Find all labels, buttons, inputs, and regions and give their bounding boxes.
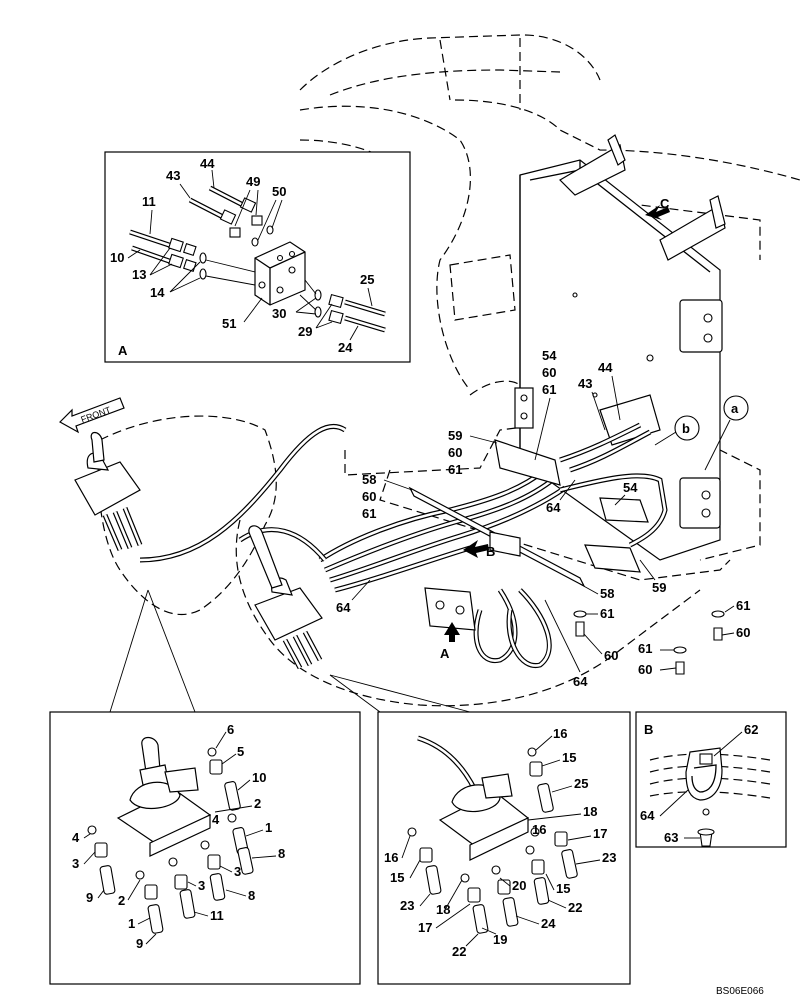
label-60-e: 60 xyxy=(736,625,750,640)
label-61-d: 61 xyxy=(600,606,614,621)
inset-right-joystick: 16 15 25 18 16 17 16 23 15 20 15 23 18 2… xyxy=(377,711,631,985)
pilot-valve-block xyxy=(559,394,661,473)
inset-right-label-24: 24 xyxy=(541,916,556,931)
inset-A: A 44 43 xyxy=(104,151,411,363)
machine-frame-outline xyxy=(97,34,801,707)
inset-A-label-50: 50 xyxy=(272,184,286,199)
inset-B-label-62: 62 xyxy=(744,722,758,737)
inset-right-label-15-b: 15 xyxy=(390,870,404,885)
inset-B-label-64: 64 xyxy=(640,808,655,823)
label-59-a: 59 xyxy=(448,428,462,443)
label-61-a: 61 xyxy=(542,382,556,397)
label-43: 43 xyxy=(578,376,592,391)
label-61-b: 61 xyxy=(448,462,462,477)
view-arrows xyxy=(444,205,670,642)
label-64-c: 64 xyxy=(573,674,588,689)
inset-left-label-3-a: 3 xyxy=(72,856,79,871)
label-B-view: B xyxy=(486,544,495,559)
inset-left-label-9-a: 9 xyxy=(86,890,93,905)
inset-left-label-3-b: 3 xyxy=(234,864,241,879)
inset-left-joystick: 6 5 10 2 4 1 4 3 8 3 9 2 3 8 1 11 9 xyxy=(49,711,361,985)
inset-left-label-3-c: 3 xyxy=(198,878,205,893)
inset-A-label-11: 11 xyxy=(142,194,156,209)
inset-right-label-17-a: 17 xyxy=(593,826,607,841)
label-60-b: 60 xyxy=(448,445,462,460)
inset-left-label-11: 11 xyxy=(210,908,224,923)
label-58-b: 58 xyxy=(600,586,614,601)
inset-callout-lines xyxy=(109,589,471,713)
inset-right-label-20: 20 xyxy=(512,878,526,893)
inset-left-label-1-b: 1 xyxy=(128,916,135,931)
label-61-f: 61 xyxy=(638,641,652,656)
inset-right-label-16-c: 16 xyxy=(384,850,398,865)
left-joystick-main xyxy=(74,431,143,551)
marker-b: b xyxy=(682,421,690,436)
inset-left-label-8-a: 8 xyxy=(278,846,285,861)
inset-right-label-16-a: 16 xyxy=(553,726,567,741)
label-C-view: C xyxy=(660,196,670,211)
inset-A-label-24: 24 xyxy=(338,340,353,355)
inset-left-label-9-b: 9 xyxy=(136,936,143,951)
inset-right-label-22-a: 22 xyxy=(568,900,582,915)
circle-markers: a b xyxy=(654,395,749,471)
inset-B: B 62 64 63 xyxy=(635,711,787,848)
inset-right-label-15-a: 15 xyxy=(562,750,576,765)
inset-A-label-25: 25 xyxy=(360,272,374,287)
inset-left-label-10: 10 xyxy=(252,770,266,785)
inset-A-label-29: 29 xyxy=(298,324,312,339)
inset-right-label-17-b: 17 xyxy=(418,920,432,935)
inset-right-label-25: 25 xyxy=(574,776,588,791)
inset-left-label-5: 5 xyxy=(237,744,244,759)
front-direction-arrow: FRONT xyxy=(59,397,125,434)
main-view-labels: 54 60 61 43 44 59 60 61 58 60 61 54 64 B… xyxy=(336,196,750,689)
inset-A-label-49: 49 xyxy=(246,174,260,189)
label-54-a: 54 xyxy=(542,348,557,363)
label-60-f: 60 xyxy=(638,662,652,677)
label-61-e: 61 xyxy=(736,598,750,613)
hose-brackets xyxy=(408,439,649,631)
label-58-a: 58 xyxy=(362,472,376,487)
inset-left-label-8-b: 8 xyxy=(248,888,255,903)
inset-right-label-16-b: 16 xyxy=(532,822,546,837)
inset-A-label-30: 30 xyxy=(272,306,286,321)
label-60-c: 60 xyxy=(362,489,376,504)
inset-right-label-19: 19 xyxy=(493,932,507,947)
marker-a: a xyxy=(731,401,739,416)
label-61-c: 61 xyxy=(362,506,376,521)
inset-left-label-6: 6 xyxy=(227,722,234,737)
label-60-d: 60 xyxy=(604,648,618,663)
inset-right-label-22-b: 22 xyxy=(452,944,466,959)
label-59-b: 59 xyxy=(652,580,666,595)
label-64-b: 64 xyxy=(336,600,351,615)
inset-left-label-1-a: 1 xyxy=(265,820,272,835)
inset-left-label-4-a: 4 xyxy=(212,812,220,827)
inset-A-label-51: 51 xyxy=(222,316,236,331)
inset-right-label-23-b: 23 xyxy=(400,898,414,913)
inset-A-title: A xyxy=(118,343,128,358)
inset-A-label-13: 13 xyxy=(132,267,146,282)
label-60-a: 60 xyxy=(542,365,556,380)
inset-right-label-18-a: 18 xyxy=(583,804,597,819)
label-54-b: 54 xyxy=(623,480,638,495)
inset-left-label-4-b: 4 xyxy=(72,830,80,845)
inset-A-label-44: 44 xyxy=(200,156,215,171)
inset-B-label-63: 63 xyxy=(664,830,678,845)
inset-A-label-10: 10 xyxy=(110,250,124,265)
drawing-code: BS06E066 xyxy=(716,986,764,997)
inset-A-label-14: 14 xyxy=(150,285,165,300)
bolts-and-washers xyxy=(573,610,725,675)
inset-right-label-23-a: 23 xyxy=(602,850,616,865)
inset-left-label-2-b: 2 xyxy=(118,893,125,908)
inset-right-label-15-c: 15 xyxy=(556,881,570,896)
label-44: 44 xyxy=(598,360,613,375)
inset-A-label-43: 43 xyxy=(166,168,180,183)
inset-B-title: B xyxy=(644,722,653,737)
label-A-view: A xyxy=(440,646,450,661)
right-joystick-main xyxy=(248,525,323,670)
label-64-a: 64 xyxy=(546,500,561,515)
inset-left-label-2-a: 2 xyxy=(254,796,261,811)
